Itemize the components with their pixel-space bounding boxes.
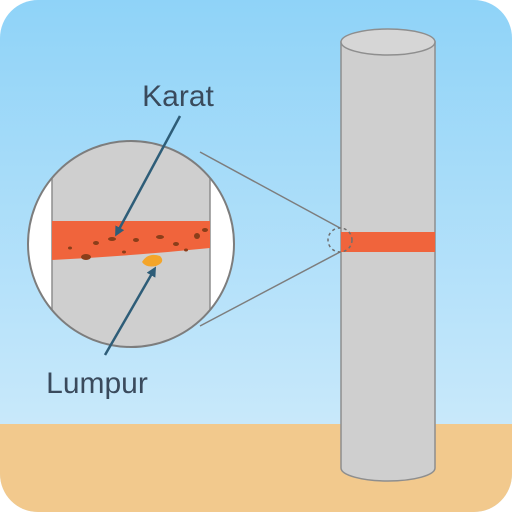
zoom-connector-bottom xyxy=(199,251,341,327)
magnifier-circle-icon xyxy=(27,140,235,348)
mud-spot xyxy=(142,254,163,267)
rust-spots xyxy=(68,228,208,260)
pole-band xyxy=(341,232,435,252)
zoom-spot-icon xyxy=(327,227,353,253)
pointer-arrow-icon xyxy=(103,266,156,356)
magnifier-rim xyxy=(27,140,235,348)
rust-label: Karat xyxy=(142,80,214,113)
pointer-arrow-icon xyxy=(115,115,182,237)
zoom-connector-top xyxy=(199,151,341,229)
pole-top xyxy=(340,28,436,56)
magnified-band xyxy=(52,221,210,260)
pole xyxy=(327,28,436,482)
mud-label: Lumpur xyxy=(46,367,148,400)
